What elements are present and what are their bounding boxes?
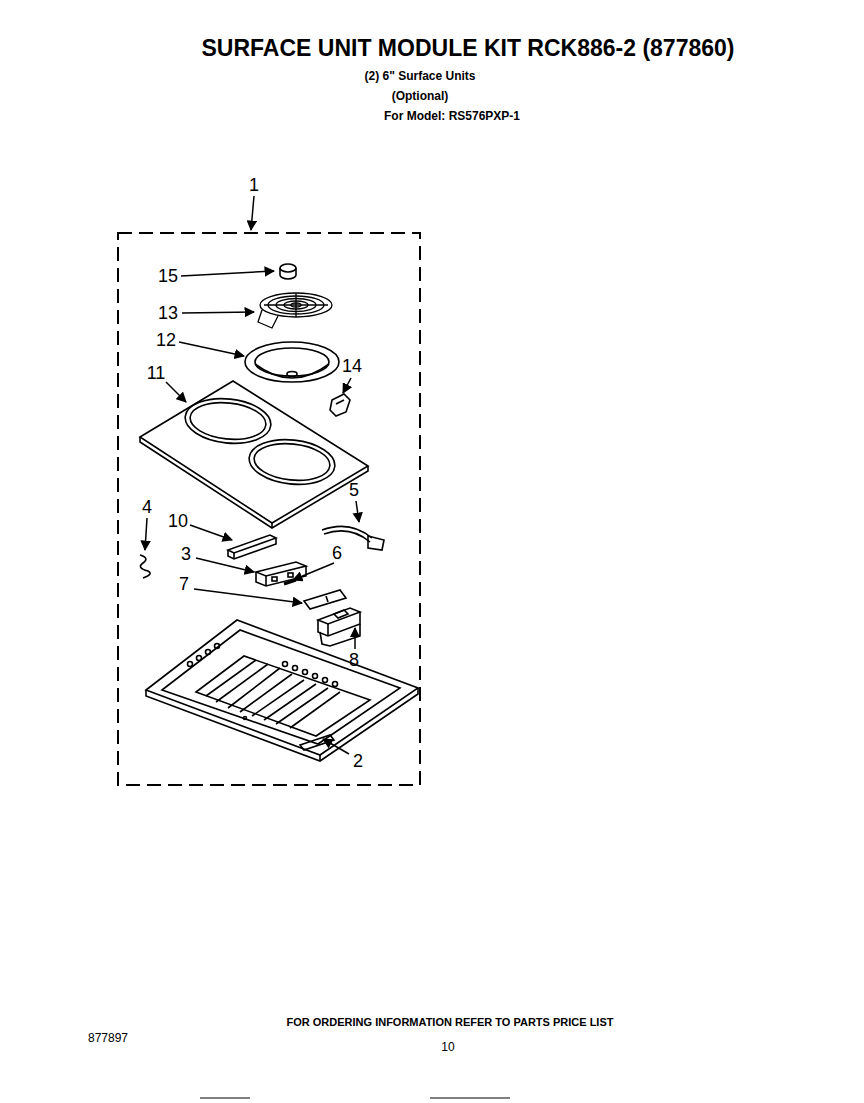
drip-bowl: [245, 342, 339, 382]
leader-lines: [145, 196, 359, 754]
model-number: For Model: RS576PXP-1: [384, 110, 520, 122]
callout-number: 6: [332, 544, 342, 562]
terminal-block: [256, 562, 306, 586]
callout-number: 12: [156, 331, 176, 349]
callout-number: 14: [342, 357, 362, 375]
insulator-plate: [304, 590, 346, 609]
callout-number: 5: [349, 481, 359, 499]
callout-number: 8: [349, 651, 359, 669]
clip: [330, 394, 350, 416]
surface-element: [258, 293, 332, 328]
bracket: [228, 535, 276, 559]
base-tray: [146, 620, 418, 761]
callout-number: 13: [158, 304, 178, 322]
mounting-bracket: [318, 608, 360, 646]
spring-clip: [140, 555, 150, 578]
subtitle: (2) 6" Surface Units: [364, 70, 475, 82]
footer-note: FOR ORDERING INFORMATION REFER TO PARTS …: [287, 1017, 614, 1028]
callout-number: 7: [179, 575, 189, 593]
cooktop: [140, 381, 368, 528]
callout-number: 2: [353, 752, 363, 770]
callout-number: 3: [181, 545, 191, 563]
rule: [430, 1098, 510, 1099]
pin: [284, 580, 296, 584]
callout-number: 10: [168, 512, 188, 530]
wire-lead: [322, 526, 384, 550]
cap: [280, 264, 296, 279]
document-number: 877897: [88, 1032, 128, 1044]
rule: [200, 1098, 250, 1099]
page-number: 10: [441, 1041, 454, 1053]
callout-number: 4: [142, 498, 152, 516]
subtitle: (Optional): [392, 90, 449, 102]
callout-number: 15: [158, 267, 178, 285]
callout-number: 1: [249, 176, 259, 194]
callout-number: 11: [147, 364, 166, 382]
title: SURFACE UNIT MODULE KIT RCK886-2 (877860…: [202, 37, 735, 60]
kit-enclosure: [118, 233, 420, 785]
